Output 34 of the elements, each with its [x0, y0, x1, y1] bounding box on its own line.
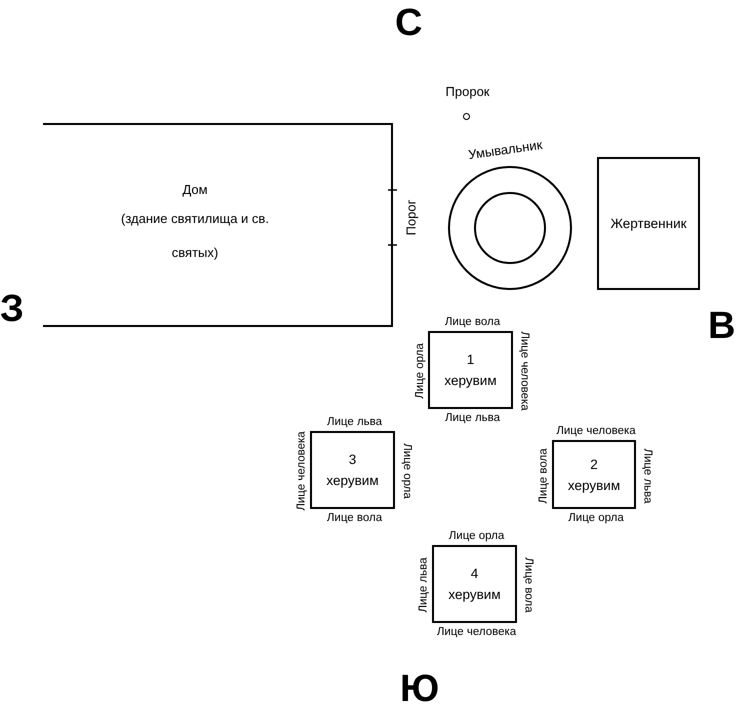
laver-label: Умывальник [467, 136, 544, 162]
altar-box [597, 157, 700, 290]
face-label: Лице орла [414, 343, 426, 399]
face-label: Лице льва [444, 412, 500, 424]
face-label: Лице льва [418, 557, 430, 613]
face-label: Лице орла [568, 512, 624, 524]
prophet-label: Пророк [446, 84, 490, 99]
cherub-label: херувим [444, 373, 497, 388]
altar-label: Жертвенник [610, 216, 687, 231]
face-label: Лице человека [436, 626, 516, 638]
compass-direction: Ю [400, 668, 440, 711]
face-label: Лице вола [444, 316, 500, 328]
face-label: Лице человека [296, 431, 308, 511]
compass-direction: В [708, 305, 736, 348]
cherub-number: 2 [590, 456, 598, 472]
face-label: Лице льва [326, 416, 382, 428]
face-label: Лице орла [401, 443, 413, 499]
face-label: Лице льва [642, 448, 654, 504]
cherub-label: херувим [326, 473, 379, 488]
cherub-number: 1 [466, 352, 474, 367]
face-label: Лице вола [538, 448, 550, 504]
cherub-number: 4 [470, 566, 478, 581]
face-label: Лице человека [519, 331, 531, 411]
face-label: Лице вола [326, 512, 382, 524]
compass-direction: З [0, 288, 24, 331]
cherub-label: херувим [448, 587, 501, 602]
face-label: Лице вола [523, 557, 535, 613]
face-label: Лице человека [556, 425, 636, 437]
face-label: Лице орла [448, 530, 504, 542]
compass-direction: С [395, 2, 422, 45]
cherub-number: 3 [348, 452, 356, 467]
laver-drawing [446, 140, 574, 292]
cherub-label: херувим [568, 478, 620, 492]
threshold-label: Порог [404, 200, 418, 236]
